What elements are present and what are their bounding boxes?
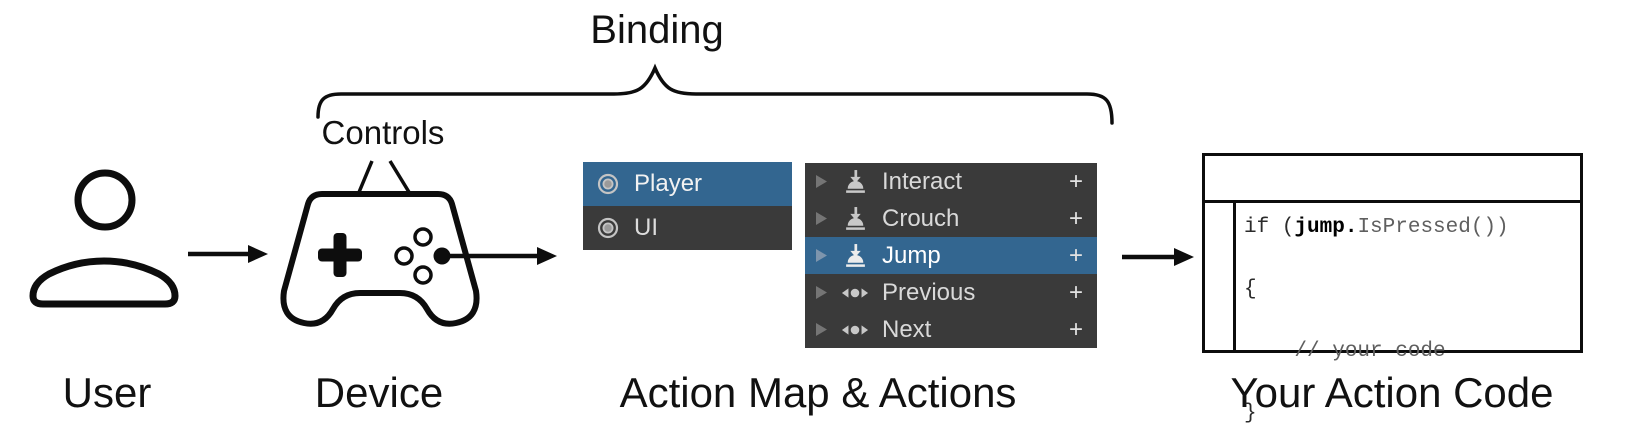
action-row-label: Crouch [882, 204, 960, 232]
action-row-label: Previous [882, 278, 976, 306]
add-binding-button[interactable]: + [1068, 278, 1083, 306]
user-icon [29, 169, 179, 308]
add-binding-button[interactable]: + [1068, 315, 1083, 343]
action-map-item-ui[interactable]: UI [583, 206, 792, 250]
code-window-titlebar [1205, 156, 1580, 203]
dpad-icon [318, 233, 362, 277]
action-map-icon [597, 217, 619, 239]
axis-action-icon [841, 287, 869, 298]
foldout-triangle-icon[interactable] [815, 174, 828, 189]
code-window-body: if (jump.IsPressed()) { // your code } [1205, 203, 1580, 425]
action-map-item-label: UI [634, 214, 658, 241]
action-row-jump[interactable]: Jump + [805, 237, 1097, 274]
gamepad-icon [280, 191, 480, 327]
binding-label: Binding [590, 8, 724, 52]
action-row-next[interactable]: Next + [805, 311, 1097, 348]
code-window: if (jump.IsPressed()) { // your code } [1202, 153, 1583, 425]
code-open-brace: { [1244, 278, 1257, 301]
axis-action-icon [841, 324, 869, 335]
user-label: User [62, 369, 152, 416]
controls-label: Controls [321, 114, 445, 151]
action-row-label: Next [882, 315, 932, 343]
face-button-east-icon [433, 247, 451, 265]
action-map-icon [597, 173, 619, 195]
action-row-label: Jump [882, 241, 941, 269]
code-close-brace: } [1244, 402, 1257, 425]
action-row-crouch[interactable]: Crouch + [805, 200, 1097, 237]
binding-brace [316, 63, 1114, 125]
face-button-west-icon [394, 246, 414, 266]
action-row-label: Interact [882, 167, 963, 195]
button-action-icon [845, 170, 865, 193]
foldout-triangle-icon[interactable] [815, 285, 828, 300]
face-button-north-icon [413, 227, 433, 247]
arrow-user-to-device [188, 245, 268, 263]
add-binding-button[interactable]: + [1068, 204, 1083, 232]
action-map-label: Action Map & Actions [619, 369, 1017, 416]
arrow-device-to-actionmap [450, 247, 557, 265]
code-ispressed: IsPressed()) [1357, 216, 1509, 239]
device-label: Device [314, 369, 444, 416]
action-code-label: Your Action Code [1230, 369, 1554, 416]
code-if: if ( [1244, 216, 1295, 239]
face-button-south-icon [413, 265, 433, 285]
code-comment: // your code [1244, 340, 1446, 363]
button-action-icon [845, 207, 865, 230]
action-map-item-player[interactable]: Player [583, 162, 792, 206]
foldout-triangle-icon[interactable] [815, 248, 828, 263]
add-binding-button[interactable]: + [1068, 167, 1083, 195]
action-row-interact[interactable]: Interact + [805, 163, 1097, 200]
foldout-triangle-icon[interactable] [815, 322, 828, 337]
add-binding-button[interactable]: + [1068, 241, 1083, 269]
action-map-item-label: Player [634, 170, 703, 197]
code-jump: jump. [1294, 216, 1358, 239]
actions-panel: Interact + Crouch + Jump + [805, 163, 1097, 348]
action-map-panel: Player UI [583, 162, 792, 250]
foldout-triangle-icon[interactable] [815, 211, 828, 226]
code-snippet: if (jump.IsPressed()) { // your code } [1244, 212, 1509, 429]
arrow-actions-to-code [1122, 248, 1194, 266]
gamepad-body [280, 191, 480, 327]
action-row-previous[interactable]: Previous + [805, 274, 1097, 311]
code-gutter-line [1233, 203, 1236, 353]
button-action-icon [845, 244, 865, 267]
